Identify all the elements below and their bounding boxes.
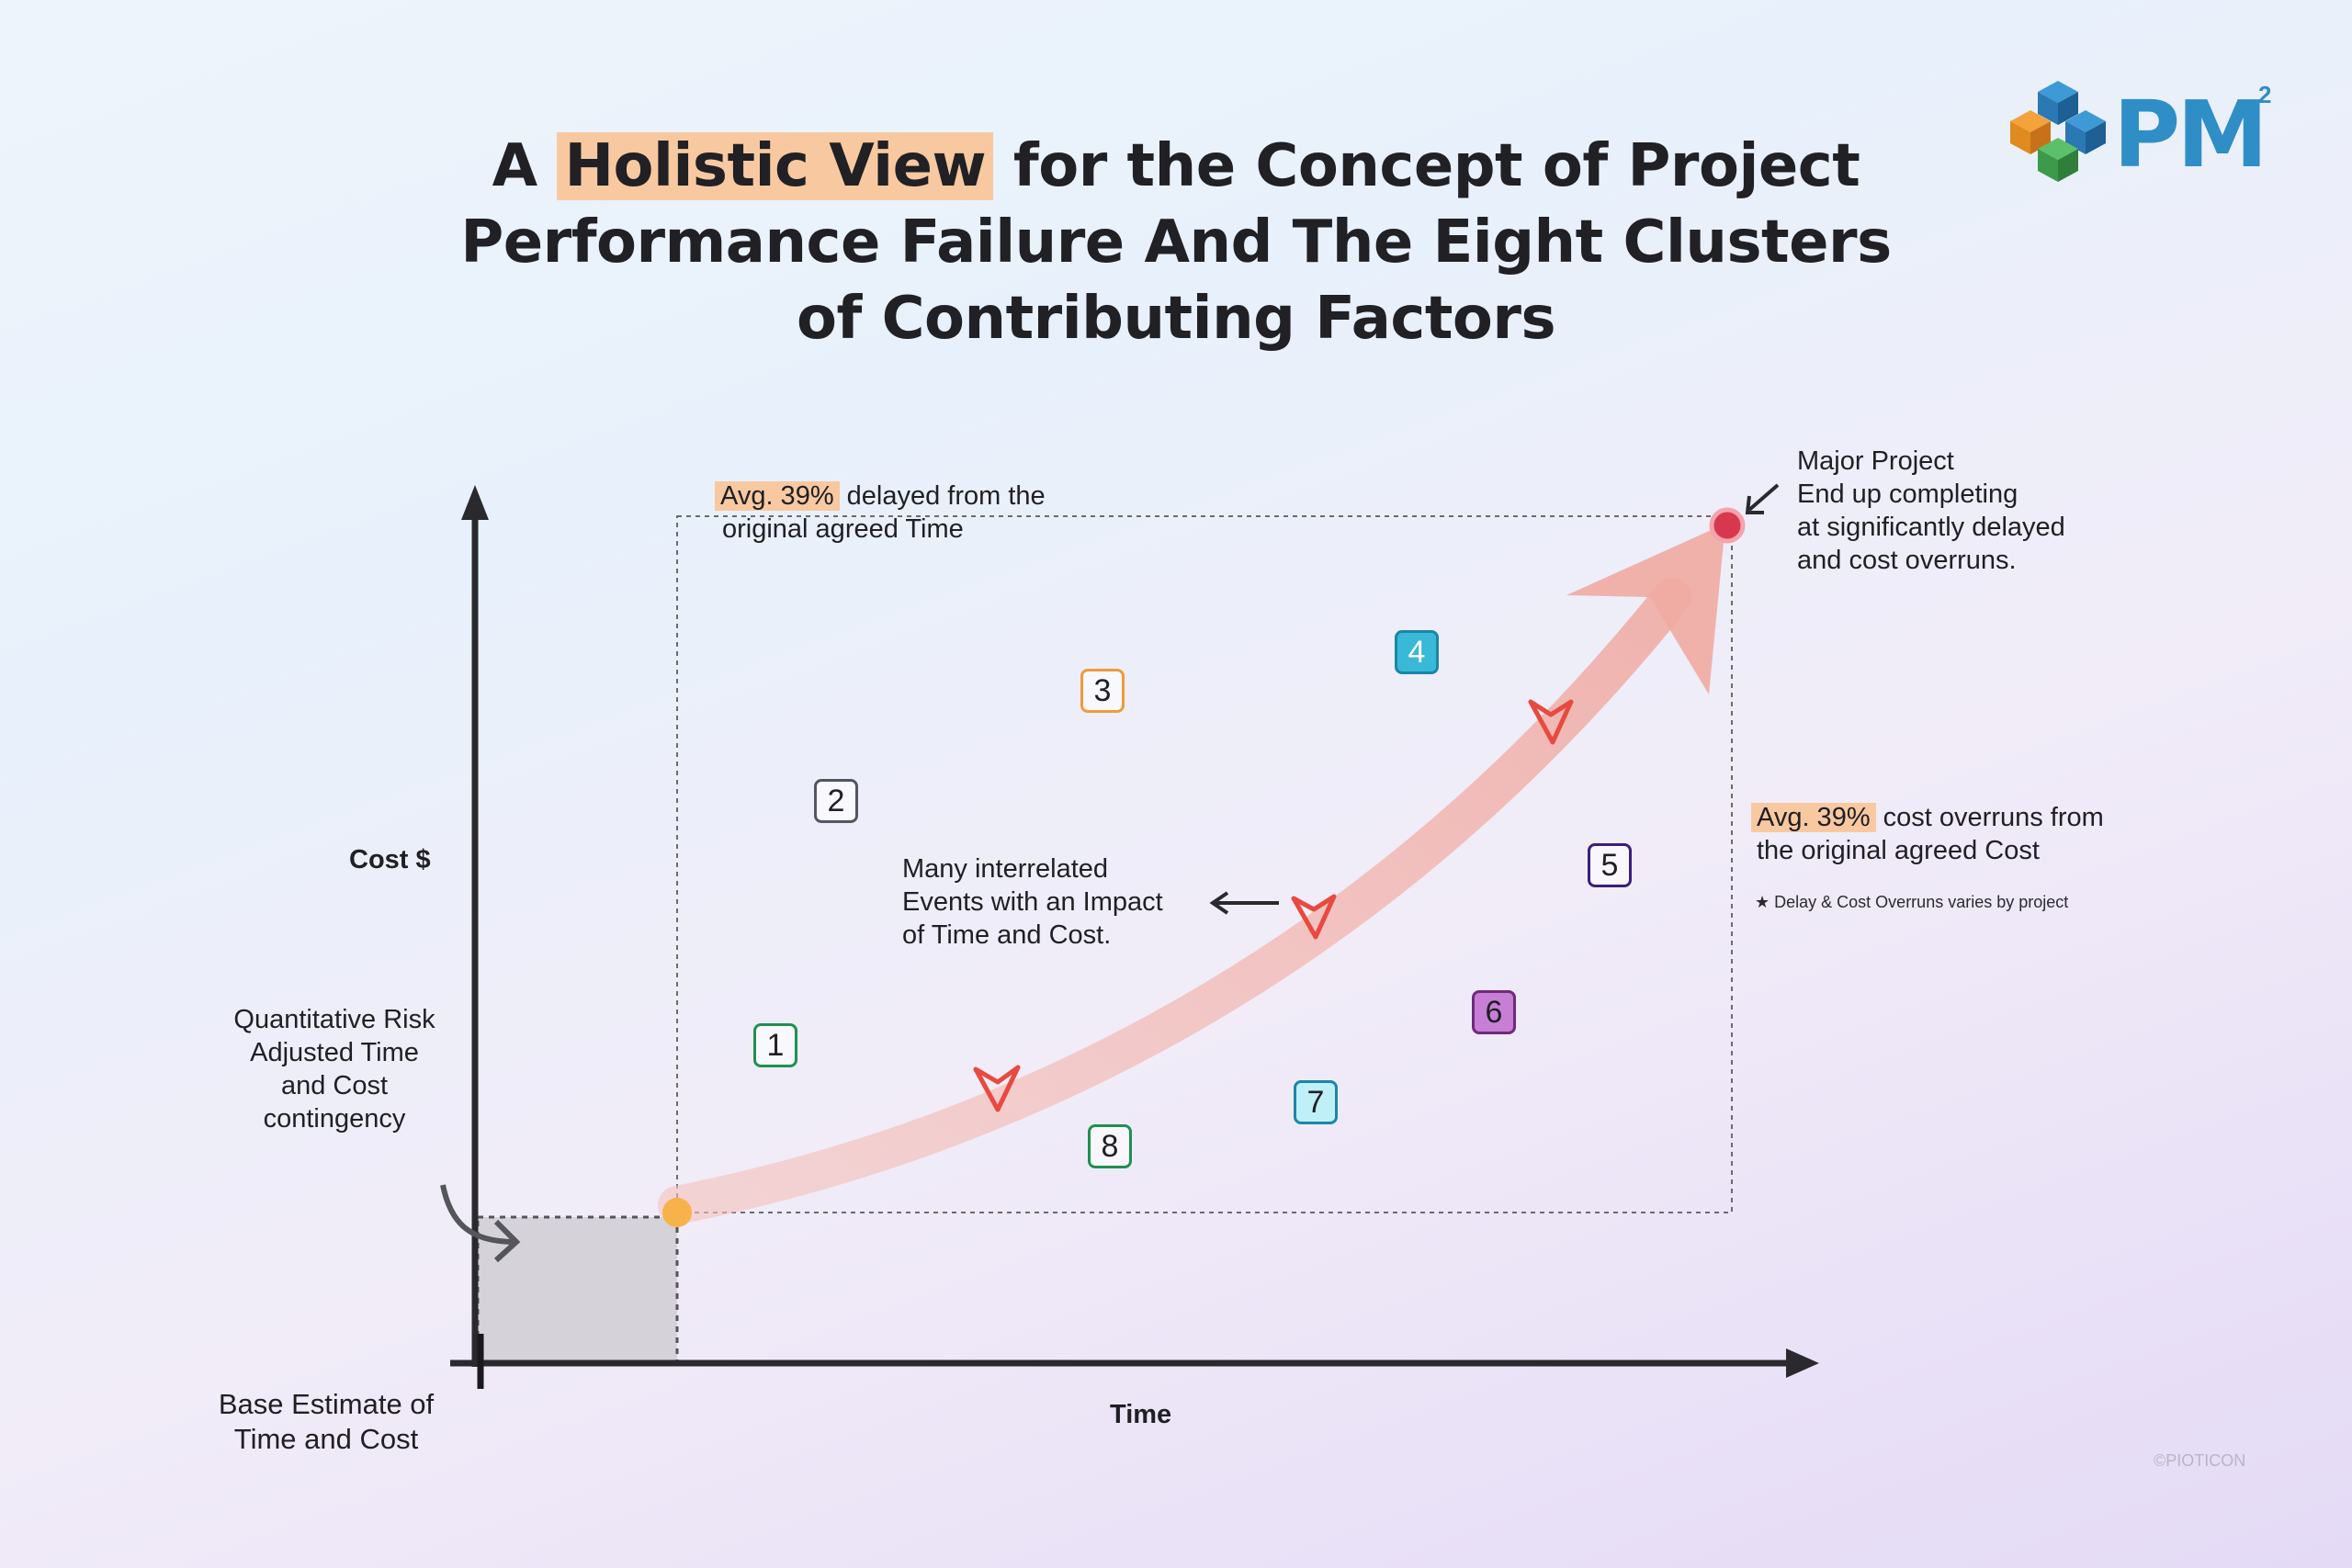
- major-project-pointer-head: [1745, 495, 1764, 514]
- cluster-1-box: 1: [753, 1023, 797, 1067]
- events-line: Events with an Impact: [902, 887, 1163, 917]
- major-project-annotation: Major Project End up completing at signi…: [1797, 445, 2065, 577]
- chevron-icon: [1528, 699, 1574, 745]
- events-line: of Time and Cost.: [902, 920, 1112, 950]
- events-line: Many interrelated: [902, 854, 1109, 884]
- risk-line: Adjusted Time: [250, 1038, 419, 1067]
- base-estimate-line: Base Estimate of: [218, 1388, 435, 1420]
- y-axis-label: Cost $: [349, 845, 431, 874]
- footnote: ★ Delay & Cost Overruns varies by projec…: [1755, 893, 2069, 911]
- cluster-6-box: 6: [1472, 990, 1516, 1034]
- page-title: A Holistic View for the Concept of Proje…: [395, 129, 1957, 357]
- trajectory-arrowhead: [1566, 524, 1725, 694]
- major-line: at significantly delayed: [1797, 513, 2065, 542]
- delay-text-2: original agreed Time: [722, 514, 964, 544]
- cluster-8-box: 8: [1088, 1124, 1132, 1168]
- trajectory-arrow: [658, 578, 1691, 1224]
- title-line1-suffix: for the Concept of Project: [993, 132, 1860, 200]
- title-highlight: Holistic View: [557, 132, 994, 200]
- title-line3: of Contributing Factors: [796, 285, 1556, 353]
- y-axis-arrowhead: [461, 485, 489, 520]
- overrun-frame: [676, 515, 1733, 1213]
- logo-superscript: 2: [2258, 81, 2272, 108]
- events-annotation: Many interrelated Events with an Impact …: [902, 852, 1163, 952]
- contingency-arrow: [440, 1184, 515, 1245]
- cluster-3-box: 3: [1080, 669, 1125, 713]
- major-line: and cost overruns.: [1797, 546, 2017, 575]
- chevron-icon: [973, 1065, 1021, 1112]
- title-prefix: A: [492, 132, 558, 200]
- risk-contingency-label: Quantitative Risk Adjusted Time and Cost…: [202, 1003, 467, 1135]
- copyright: ©PIOTICON: [2154, 1451, 2246, 1470]
- cost-annotation: Avg. 39% cost overruns from the original…: [1751, 801, 2104, 867]
- major-line: End up completing: [1797, 479, 2018, 509]
- pm2-logo: [2010, 81, 2106, 182]
- delay-annotation: Avg. 39% delayed from the original agree…: [715, 479, 1046, 546]
- cost-text: cost overruns from: [1875, 803, 2104, 832]
- risk-line: and Cost: [280, 1071, 389, 1100]
- cluster-4-box: 4: [1395, 630, 1439, 674]
- x-axis-label: Time: [1110, 1400, 1172, 1429]
- end-point: [1709, 507, 1746, 544]
- base-estimate-label: Base Estimate of Time and Cost: [202, 1387, 450, 1457]
- delay-highlight: Avg. 39%: [715, 481, 840, 511]
- major-project-pointer: [1747, 483, 1780, 512]
- base-estimate-line: Time and Cost: [233, 1423, 419, 1455]
- x-axis-arrowhead: [1786, 1348, 1819, 1378]
- logo-cubes-icon: [2010, 81, 2106, 182]
- cost-highlight: Avg. 39%: [1751, 803, 1876, 832]
- delay-text: delayed from the: [839, 481, 1046, 511]
- risk-line: contingency: [263, 1104, 406, 1134]
- cluster-7-box: 7: [1294, 1080, 1338, 1124]
- cluster-5-box: 5: [1588, 843, 1632, 887]
- risk-line: Quantitative Risk: [233, 1005, 435, 1034]
- logo-text: PM: [2113, 81, 2268, 188]
- chevron-icon: [1291, 894, 1337, 940]
- start-point: [662, 1198, 692, 1227]
- major-line: Major Project: [1797, 446, 1954, 476]
- title-line2: Performance Failure And The Eight Cluste…: [460, 209, 1892, 276]
- cluster-2-box: 2: [814, 779, 858, 823]
- chevron-markers: [973, 699, 1574, 1112]
- cost-text-2: the original agreed Cost: [1757, 836, 2040, 865]
- events-pointer-head: [1209, 891, 1229, 915]
- contingency-arrowhead: [493, 1219, 521, 1263]
